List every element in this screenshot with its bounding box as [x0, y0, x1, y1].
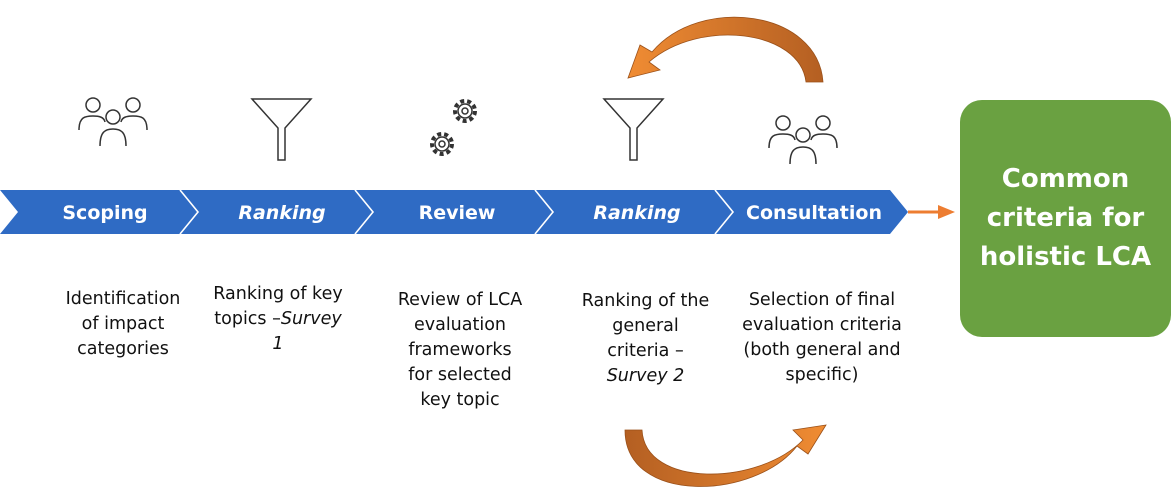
- stage-description-review: Review of LCA evaluation frameworks for …: [397, 290, 523, 410]
- stage-description-ranking-2: Ranking of the general criteria – Survey…: [581, 291, 710, 386]
- stage-label-review: Review: [419, 202, 496, 224]
- stage-label-consultation: Consultation: [746, 202, 882, 224]
- people-group-icon: [78, 97, 148, 147]
- stage-description-scoping: Identification of impact categories: [65, 289, 181, 359]
- people-group-icon: [768, 115, 838, 165]
- feedback-loop-arrow-bottom: [624, 424, 827, 487]
- funnel-icon: [602, 98, 665, 161]
- outcome-line: criteria for: [986, 203, 1145, 233]
- stage-label-scoping: Scoping: [62, 202, 147, 224]
- connector-arrow: [908, 205, 955, 219]
- funnel-icon: [250, 98, 313, 161]
- chevron-dividers: [179, 189, 735, 235]
- process-band: [0, 190, 908, 234]
- stage-description-ranking-1: Ranking of key topics –Survey 1: [213, 284, 343, 354]
- outcome-line: holistic LCA: [979, 242, 1152, 272]
- stage-description-consultation: Selection of final evaluation criteria (…: [742, 290, 902, 385]
- stage-label-ranking-2: Ranking: [593, 202, 680, 224]
- outcome-box: Common criteria for holistic LCA: [960, 100, 1171, 337]
- outcome-line: Common: [1001, 164, 1130, 194]
- feedback-loop-arrow-top: [627, 16, 824, 83]
- gears-icon: [430, 99, 477, 156]
- stage-label-ranking-1: Ranking: [238, 202, 325, 224]
